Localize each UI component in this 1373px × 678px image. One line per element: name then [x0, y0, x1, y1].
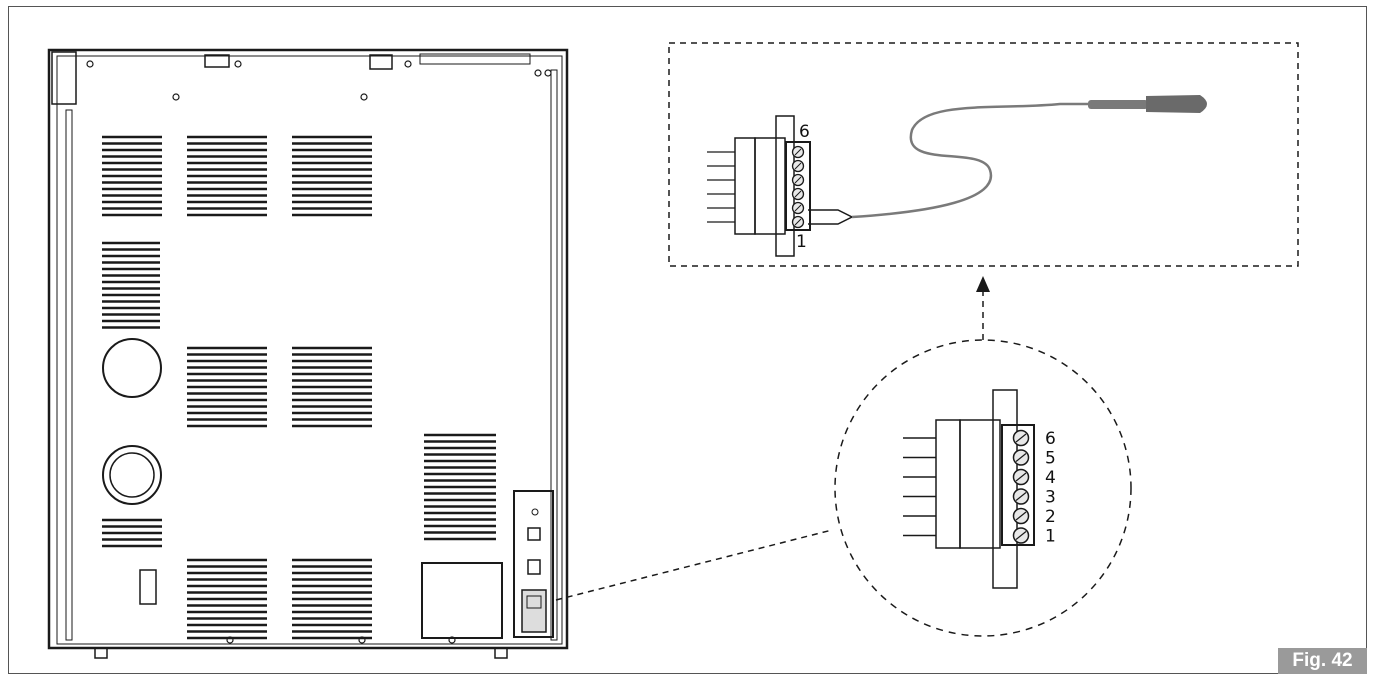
zoom-pin-label: 1 [1045, 527, 1056, 547]
detail-screw-housing [785, 141, 811, 231]
top-connector [369, 54, 393, 70]
screw [404, 60, 412, 68]
top-left-hinge [51, 51, 77, 105]
zoom-screw-slot [1015, 531, 1027, 540]
zoom-terminal-block [935, 389, 1035, 589]
probe-detail: 6 1 [668, 42, 1299, 267]
detail-screw-slot [794, 176, 802, 184]
zoom-pin-label: 5 [1045, 449, 1056, 469]
screw [534, 69, 542, 77]
detail-plug-body-front [734, 137, 756, 235]
zoom-screw-slot [1015, 433, 1027, 443]
terminal-block-socket [526, 595, 542, 609]
probe-cable [851, 102, 1090, 219]
screw [234, 60, 242, 68]
detail-box [668, 42, 1299, 267]
detail-screw-slot [794, 218, 802, 226]
connection-box [513, 490, 554, 638]
box-indicator-2 [527, 559, 541, 575]
zoom-screw-slot [1015, 511, 1027, 521]
screw [360, 93, 368, 101]
zoom-pin-label: 4 [1045, 468, 1056, 488]
detail-terminal-block [734, 115, 811, 257]
zoom-pin-label: 2 [1045, 507, 1056, 527]
zoom-pins [903, 437, 936, 537]
top-bracket [204, 54, 230, 68]
leader-line [555, 529, 833, 601]
probe-handle [1146, 95, 1207, 113]
small-latch [139, 569, 157, 605]
detail-plug-body-rear [754, 137, 786, 235]
access-cover-plate [421, 562, 503, 639]
figure-label: Fig. 42 [1278, 648, 1367, 674]
zoom-pin-label: 3 [1045, 488, 1056, 508]
zoom-screw-slot [1015, 453, 1027, 462]
zoom-plug-body-rear [959, 419, 1001, 549]
probe-shaft [1088, 100, 1148, 109]
detail-screw-slot [794, 148, 802, 156]
top-rail-strip [419, 53, 531, 65]
detail-screw-slot [794, 162, 802, 170]
zoom-plug-body-front [935, 419, 961, 549]
zoom-circle [834, 339, 1132, 637]
zoom-pin-label: 6 [1045, 429, 1056, 449]
ventilation-grilles [102, 135, 496, 640]
round-port-lower-outer [102, 445, 162, 505]
detail-screw-slot [794, 204, 802, 212]
appliance-rear-panel [47, 48, 569, 659]
detail-pins [707, 151, 735, 223]
zoom-terminal-screws [1012, 429, 1030, 544]
round-port-upper [102, 338, 162, 398]
zoom-screw-slot [1015, 492, 1027, 501]
figure-frame [8, 6, 1367, 674]
detail-terminal-screws [791, 145, 805, 229]
detail-pin-label-top: 6 [799, 122, 810, 142]
zoom-screw-housing [1001, 424, 1035, 546]
screw [86, 60, 94, 68]
foot-right [494, 647, 508, 659]
terminal-block-location [521, 589, 547, 633]
callout-arrowhead [976, 276, 990, 292]
round-port-lower-inner [109, 452, 155, 498]
left-rail [65, 109, 73, 641]
panel-outline [47, 48, 569, 650]
detail-mounting-flange [775, 115, 795, 257]
foot-left [94, 647, 108, 659]
zoom-mounting-flange [992, 389, 1018, 589]
screw [544, 69, 552, 77]
right-rail [550, 69, 558, 641]
probe-wire-fork [808, 209, 854, 225]
detail-screw-slot [794, 190, 802, 198]
box-screw [531, 508, 539, 516]
zoom-screw-slot [1015, 472, 1027, 482]
panel-inner-outline [56, 55, 563, 645]
screw [172, 93, 180, 101]
box-indicator-1 [527, 527, 541, 541]
detail-pin-label-bottom: 1 [796, 232, 807, 252]
